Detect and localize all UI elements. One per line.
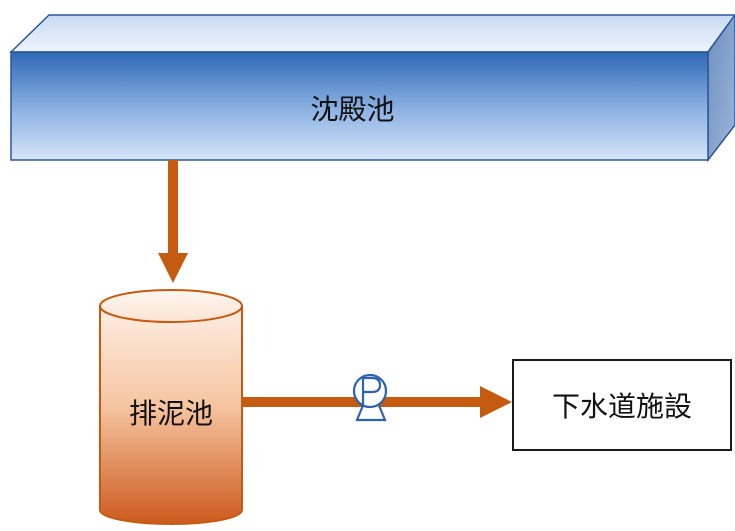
settling-tank-front-face [10, 51, 709, 161]
settling-tank-top-face [9, 14, 735, 53]
sludge-tank-body [99, 305, 243, 525]
sewer-facility-box: 下水道施設 [512, 359, 732, 451]
settling-tank-label: 沈殿池 [310, 93, 395, 126]
sewer-facility-label: 下水道施設 [551, 390, 692, 423]
sludge-tank-label: 排泥池 [128, 397, 213, 430]
down-arrow [158, 160, 188, 283]
sludge-tank [99, 289, 243, 525]
settling-tank [9, 13, 735, 163]
pump-icon [352, 373, 388, 422]
sludge-tank-top [99, 289, 243, 323]
